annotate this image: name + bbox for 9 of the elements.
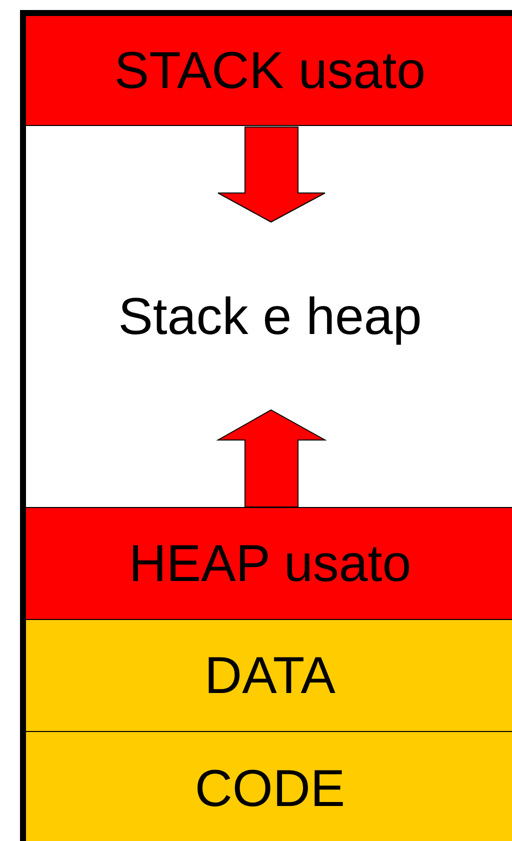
band-label: CODE	[194, 759, 346, 819]
band-label: HEAP usato	[128, 534, 412, 594]
data-band	[26, 620, 512, 732]
heap-band	[26, 508, 512, 620]
code-band	[26, 732, 512, 841]
band-label: STACK usato	[114, 40, 426, 100]
stack-band	[26, 16, 512, 126]
band-label: DATA	[204, 646, 336, 706]
band-label: Stack e heap	[118, 286, 422, 346]
